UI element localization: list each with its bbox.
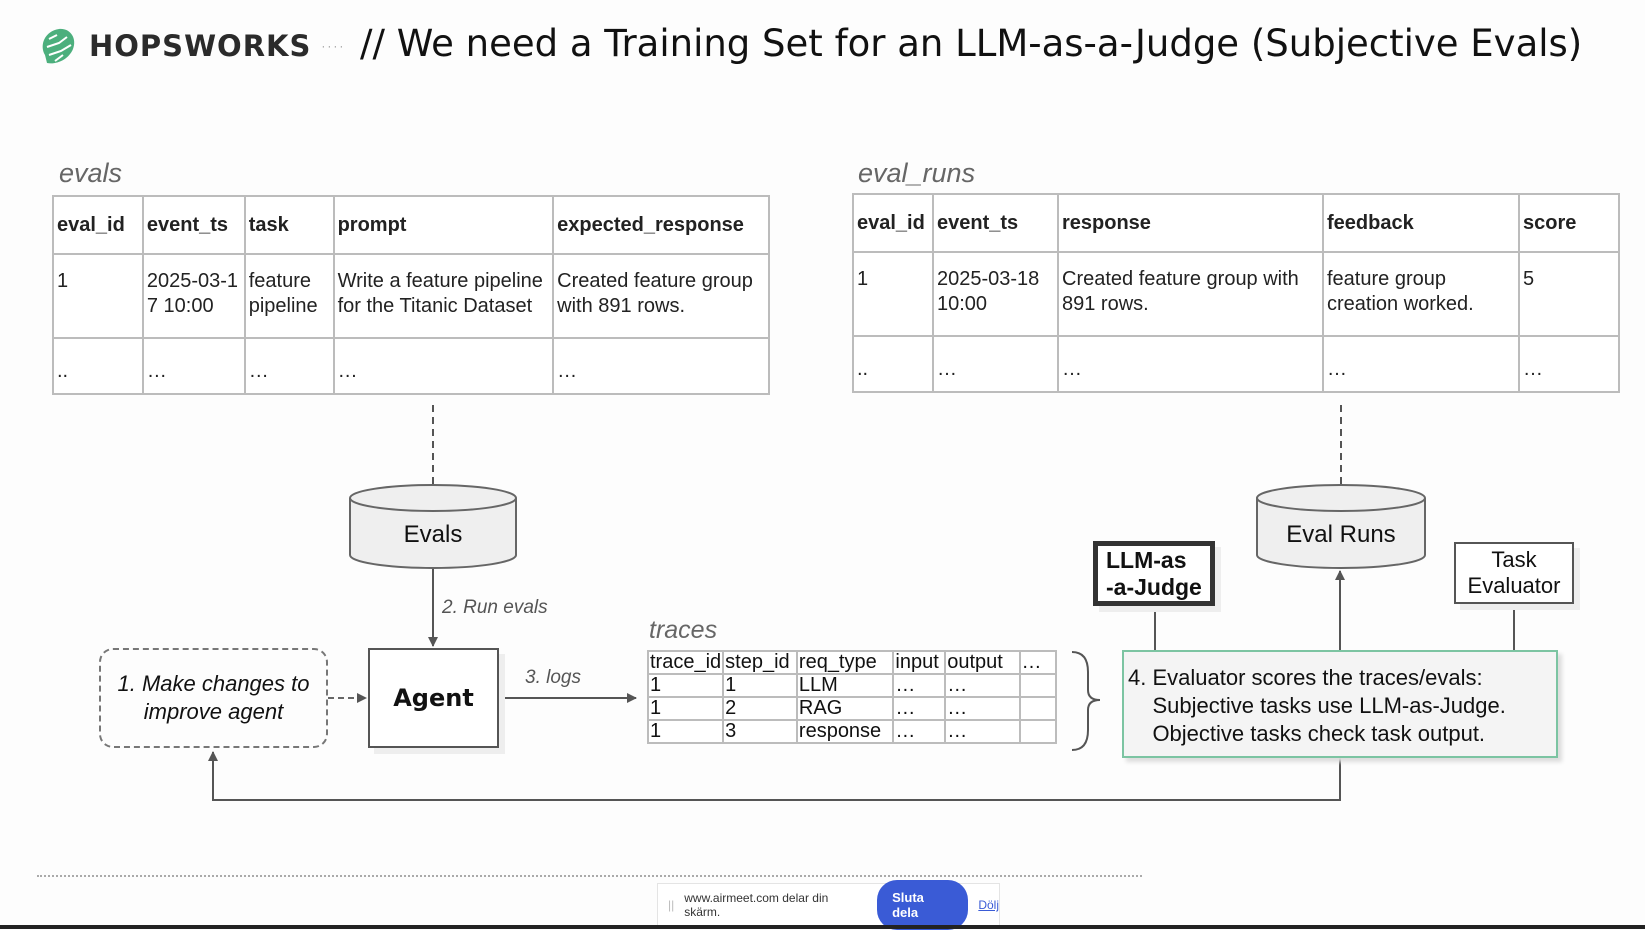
table-row: 1 1 LLM … … [646, 673, 1058, 698]
cell: response [795, 719, 895, 744]
logs-label: 3. logs [525, 667, 581, 688]
llm-judge-line-2: -a-Judge [1106, 573, 1202, 600]
brand-separator: ···· [321, 39, 346, 53]
task-evaluator-node: Task Evaluator [1454, 542, 1574, 604]
eval-runs-store: Eval Runs [1286, 521, 1396, 548]
llm-judge-line-1: LLM-as [1106, 546, 1187, 573]
cell: .. [852, 335, 934, 393]
task-evaluator-line-1: Task [1491, 547, 1537, 572]
table-row: 1 2025-03-17 10:00 feature pipeline Writ… [52, 253, 770, 339]
cell: 2025-03-17 10:00 [141, 253, 246, 339]
cell: … [552, 337, 770, 395]
traces-brace [1071, 651, 1101, 751]
cell: … [892, 719, 947, 744]
eval-runs-table-label: eval_runs [858, 158, 976, 188]
eval-runs-col-event-ts: event_ts [932, 193, 1059, 253]
eval-runs-col-eval-id: eval_id [852, 193, 934, 253]
traces-col-more: … [1018, 650, 1058, 675]
evals-col-task: task [243, 195, 335, 255]
cell: 1 [722, 673, 798, 698]
cell: RAG [795, 696, 895, 721]
cell: Created feature group with 891 rows. [1057, 251, 1324, 337]
traces-col-step-id: step_id [722, 650, 798, 675]
table-row: 1 2 RAG … … [646, 696, 1058, 721]
cell [1018, 719, 1058, 744]
evals-store: Evals [403, 521, 463, 548]
eval-runs-table: eval_id event_ts response feedback score… [852, 193, 1620, 393]
cell: … [892, 673, 947, 698]
evals-table: eval_id event_ts task prompt expected_re… [52, 195, 770, 395]
eval-runs-header-row: eval_id event_ts response feedback score [852, 193, 1620, 253]
traces-col-req-type: req_type [795, 650, 895, 675]
agent-node: Agent [368, 648, 499, 748]
evaluator-note: 4. Evaluator scores the traces/evals: Su… [1122, 650, 1558, 758]
traces-col-output: output [944, 650, 1021, 675]
table-row: 1 2025-03-18 10:00 Created feature group… [852, 251, 1620, 337]
traces-col-input: input [892, 650, 947, 675]
cell: … [1057, 335, 1324, 393]
drag-handle-icon[interactable]: || [668, 898, 675, 912]
screen-share-bar: || www.airmeet.com delar din skärm. Slut… [657, 880, 1000, 930]
cell: … [944, 719, 1021, 744]
stop-sharing-button[interactable]: Sluta dela [877, 880, 969, 930]
cell: LLM [795, 673, 895, 698]
run-evals-label: 2. Run evals [442, 597, 548, 618]
cell: 1 [646, 673, 725, 698]
evals-col-event-ts: event_ts [141, 195, 246, 255]
traces-header-row: trace_id step_id req_type input output … [646, 650, 1058, 675]
evals-col-expected-response: expected_response [552, 195, 770, 255]
brand: HOPSWORKS ···· [37, 25, 345, 67]
eval-runs-col-feedback: feedback [1322, 193, 1520, 253]
evals-col-eval-id: eval_id [52, 195, 144, 255]
cell: 3 [722, 719, 798, 744]
task-evaluator-line-2: Evaluator [1467, 573, 1561, 598]
traces-col-trace-id: trace_id [646, 650, 725, 675]
table-row: 1 3 response … … [646, 719, 1058, 744]
brand-name: HOPSWORKS [89, 29, 312, 63]
evals-header-row: eval_id event_ts task prompt expected_re… [52, 195, 770, 255]
cell: … [1518, 335, 1620, 393]
cell: 1 [646, 719, 725, 744]
eval-runs-col-response: response [1057, 193, 1324, 253]
cell: Created feature group with 891 rows. [552, 253, 770, 339]
hide-link[interactable]: Dölj [978, 898, 999, 912]
cell: … [332, 337, 555, 395]
cell [1018, 673, 1058, 698]
cell: … [944, 673, 1021, 698]
llm-as-a-judge-node: LLM-as -a-Judge [1093, 541, 1215, 606]
cell: Write a feature pipeline for the Titanic… [332, 253, 555, 339]
hopsworks-logo-icon [42, 28, 75, 64]
bottom-edge-bar [0, 925, 1645, 929]
traces-table: trace_id step_id req_type input output …… [646, 650, 1058, 744]
cell: … [932, 335, 1059, 393]
eval-runs-col-score: score [1518, 193, 1620, 253]
cell: … [944, 696, 1021, 721]
cell: feature group creation worked. [1322, 251, 1520, 337]
cell: 1 [852, 251, 934, 337]
improve-agent-step: 1. Make changes to improve agent [99, 648, 328, 748]
cell: 1 [52, 253, 144, 339]
share-message: www.airmeet.com delar din skärm. [684, 891, 829, 919]
table-row: .. … … … … [52, 337, 770, 395]
evals-table-label: evals [59, 158, 123, 188]
cell: … [141, 337, 246, 395]
cell: … [243, 337, 335, 395]
cell: 5 [1518, 251, 1620, 337]
cell: 2 [722, 696, 798, 721]
table-row: .. … … … … [852, 335, 1620, 393]
cell: 2025-03-18 10:00 [932, 251, 1059, 337]
feedback-loop-arrow [208, 751, 1341, 801]
traces-table-label: traces [649, 616, 718, 644]
cell: … [892, 696, 947, 721]
slide-title: // We need a Training Set for an LLM-as-… [360, 22, 1583, 65]
eval-runs-store-cylinder-icon [1256, 484, 1426, 569]
cell [1018, 696, 1058, 721]
cell: … [1322, 335, 1520, 393]
cell: feature pipeline [243, 253, 335, 339]
dotted-divider [37, 875, 1142, 877]
cell: .. [52, 337, 144, 395]
evals-col-prompt: prompt [332, 195, 555, 255]
cell: 1 [646, 696, 725, 721]
evals-store-cylinder-icon [349, 484, 517, 569]
